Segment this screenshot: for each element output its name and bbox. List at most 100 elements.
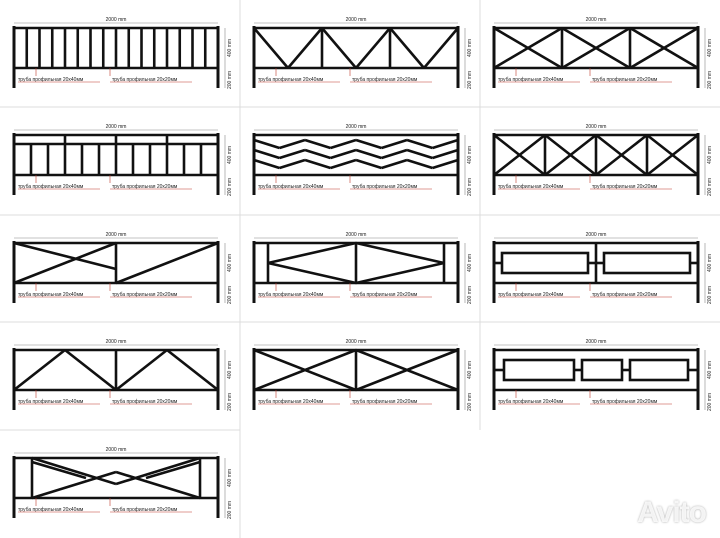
main-pipe-label: труба профильная 20x40мм (498, 292, 564, 298)
ground-dimension-label: 200 mm (227, 393, 233, 411)
fence-panel: 2000 mm 400 mm 200 mm труба профильная 20x4… (492, 17, 713, 89)
inner-pipe-label: труба профильная 20x20мм (112, 399, 178, 405)
ground-dimension-label: 200 mm (467, 178, 473, 196)
main-pipe-label: труба профильная 20x40мм (18, 184, 84, 190)
width-dimension-label: 2000 mm (586, 232, 607, 238)
main-pipe-label: труба профильная 20x40мм (18, 399, 84, 405)
fence-panel: 2000 mm 400 mm 200 mm труба профильная 20x4… (12, 447, 233, 519)
fence-bar (64, 348, 117, 392)
fence-bar (493, 26, 563, 70)
fence-bar (381, 138, 408, 150)
ground-dimension-label: 200 mm (707, 71, 713, 89)
width-dimension-label: 2000 mm (346, 124, 367, 130)
inner-pipe-label: труба профильная 20x20мм (112, 292, 178, 298)
fence-rect-insert (602, 251, 692, 275)
inner-pipe-label: труба профильная 20x20мм (592, 184, 658, 190)
main-pipe-label: труба профильная 20x40мм (258, 184, 324, 190)
fence-bar (629, 26, 699, 70)
width-dimension-label: 2000 mm (106, 232, 127, 238)
main-pipe-label: труба профильная 20x40мм (18, 292, 84, 298)
fence-bar (304, 138, 331, 150)
height-dimension-label: 400 mm (227, 254, 233, 272)
ground-dimension-label: 200 mm (707, 393, 713, 411)
ground-dimension-label: 200 mm (467, 393, 473, 411)
fence-bar (253, 348, 357, 392)
height-dimension-label: 400 mm (227, 39, 233, 57)
ground-dimension-label: 200 mm (707, 286, 713, 304)
inner-pipe-label: труба профильная 20x20мм (352, 292, 418, 298)
fence-panel: 2000 mm 400 mm 200 mm труба профильная 20x4… (252, 232, 473, 304)
fence-bar (381, 158, 408, 170)
height-dimension-label: 400 mm (227, 361, 233, 379)
width-dimension-label: 2000 mm (586, 17, 607, 23)
fence-bar (646, 133, 699, 177)
width-dimension-label: 2000 mm (106, 447, 127, 453)
fence-bar (355, 138, 382, 150)
fence-bar (13, 241, 117, 285)
height-dimension-label: 400 mm (707, 254, 713, 272)
main-pipe-label: труба профильная 20x40мм (258, 292, 324, 298)
fence-bar (253, 148, 280, 160)
main-pipe-label: труба профильная 20x40мм (18, 77, 84, 83)
fence-bar (406, 158, 433, 170)
height-dimension-label: 400 mm (227, 469, 233, 487)
fence-rect-insert (500, 251, 590, 275)
height-dimension-label: 400 mm (707, 39, 713, 57)
fence-panel: 2000 mm 400 mm 200 mm труба профильная 20x4… (252, 339, 473, 411)
inner-pipe-label: труба профильная 20x20мм (352, 399, 418, 405)
width-dimension-label: 2000 mm (586, 339, 607, 345)
height-dimension-label: 400 mm (467, 39, 473, 57)
width-dimension-label: 2000 mm (106, 124, 127, 130)
height-dimension-label: 400 mm (467, 254, 473, 272)
fence-bar (279, 158, 306, 170)
height-dimension-label: 400 mm (467, 361, 473, 379)
inner-pipe-label: труба профильная 20x20мм (112, 184, 178, 190)
ground-dimension-label: 200 mm (707, 178, 713, 196)
fence-panel: 2000 mm 400 mm 200 mm труба профильная 20x4… (492, 232, 713, 304)
fence-bar (145, 460, 201, 480)
fence-bar (406, 148, 433, 160)
inner-pipe-label: труба профильная 20x20мм (352, 184, 418, 190)
fence-bar (355, 261, 445, 285)
fence-bar (253, 138, 280, 150)
ground-dimension-label: 200 mm (467, 286, 473, 304)
fence-bar (115, 241, 219, 285)
fence-bar (31, 470, 117, 500)
fence-bar (406, 138, 433, 150)
ground-dimension-label: 200 mm (227, 178, 233, 196)
fence-bar (544, 133, 597, 177)
inner-pipe-label: труба профильная 20x20мм (592, 292, 658, 298)
fence-bar (432, 148, 459, 160)
main-pipe-label: труба профильная 20x40мм (18, 507, 84, 513)
fence-bar (381, 148, 408, 160)
fence-bar (561, 26, 631, 70)
fence-bar (330, 158, 357, 170)
fence-bar (115, 348, 168, 392)
fence-bar (355, 241, 445, 265)
ground-dimension-label: 200 mm (467, 71, 473, 89)
height-dimension-label: 400 mm (707, 361, 713, 379)
fence-bar (423, 27, 459, 69)
inner-pipe-label: труба профильная 20x20мм (592, 77, 658, 83)
main-pipe-label: труба профильная 20x40мм (498, 184, 564, 190)
fence-bar (355, 158, 382, 170)
width-dimension-label: 2000 mm (586, 124, 607, 130)
inner-pipe-label: труба профильная 20x20мм (592, 399, 658, 405)
fence-bar (267, 241, 357, 265)
ground-dimension-label: 200 mm (227, 501, 233, 519)
fence-bar (595, 133, 648, 177)
main-pipe-label: труба профильная 20x40мм (498, 77, 564, 83)
width-dimension-label: 2000 mm (346, 232, 367, 238)
width-dimension-label: 2000 mm (346, 17, 367, 23)
fence-bar (267, 261, 357, 285)
fence-bar (253, 158, 280, 170)
fence-rect-insert (628, 358, 690, 382)
width-dimension-label: 2000 mm (346, 339, 367, 345)
main-pipe-label: труба профильная 20x40мм (258, 399, 324, 405)
